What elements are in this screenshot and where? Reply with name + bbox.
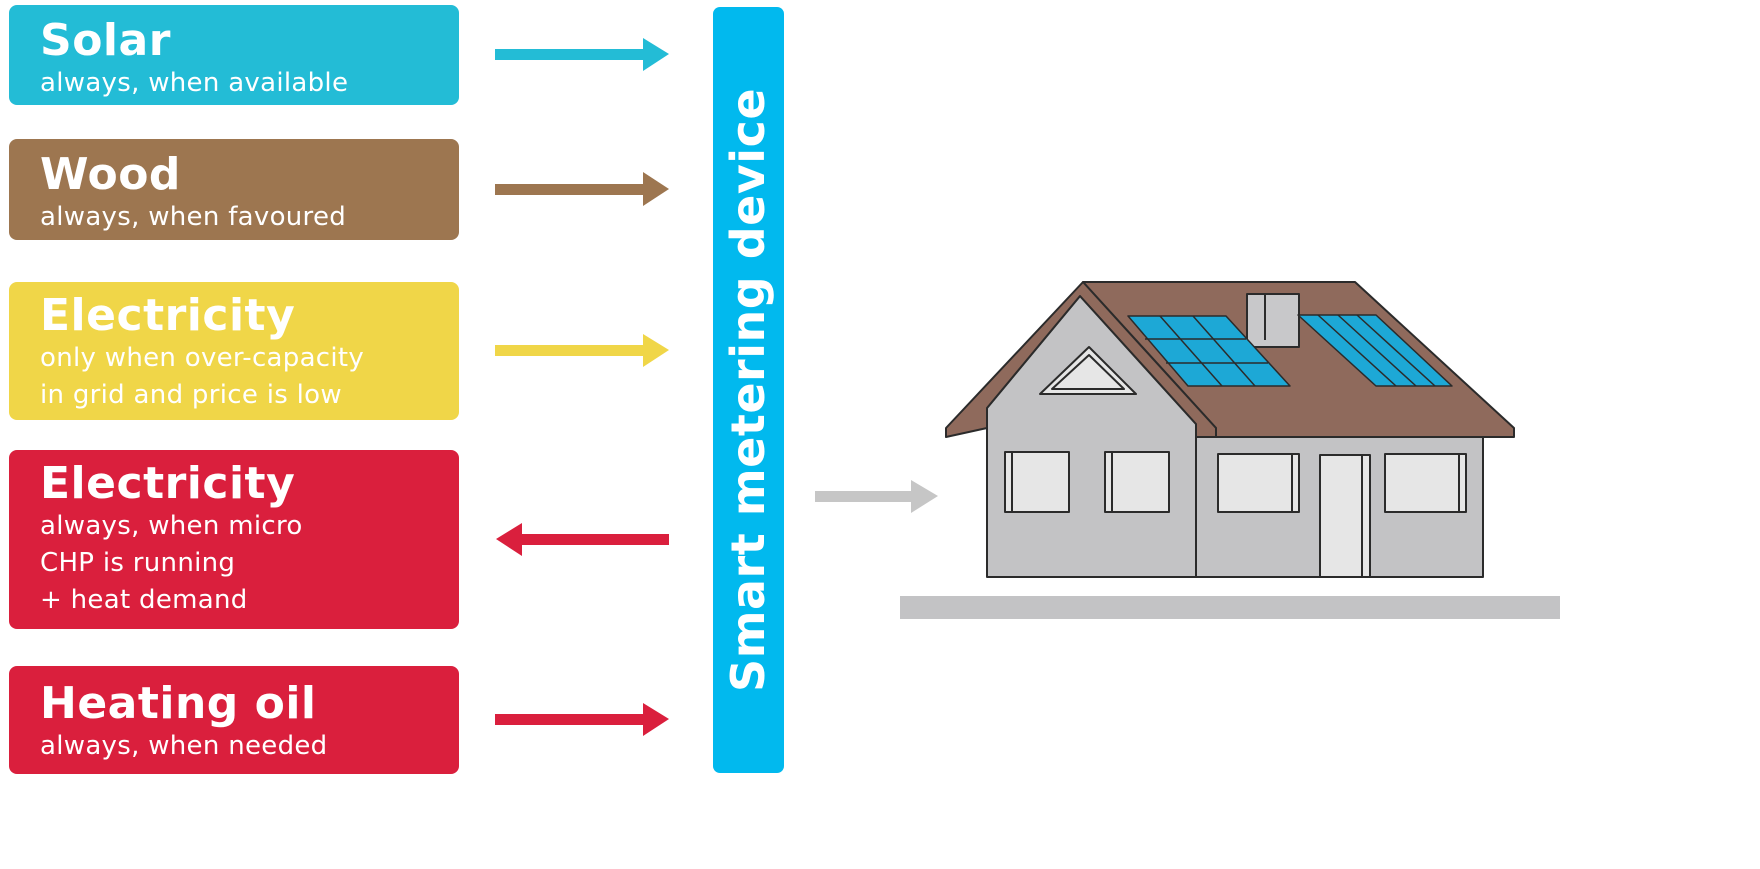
arrow-heating-oil — [495, 703, 669, 736]
arrow-electricity-out — [496, 523, 669, 556]
arrow-electricity-in — [495, 334, 669, 367]
arrow-to-house — [815, 480, 938, 513]
arrow-solar — [495, 38, 669, 71]
arrow-wood — [495, 172, 669, 206]
ground-strip — [900, 596, 1560, 619]
house-icon — [900, 282, 1560, 619]
